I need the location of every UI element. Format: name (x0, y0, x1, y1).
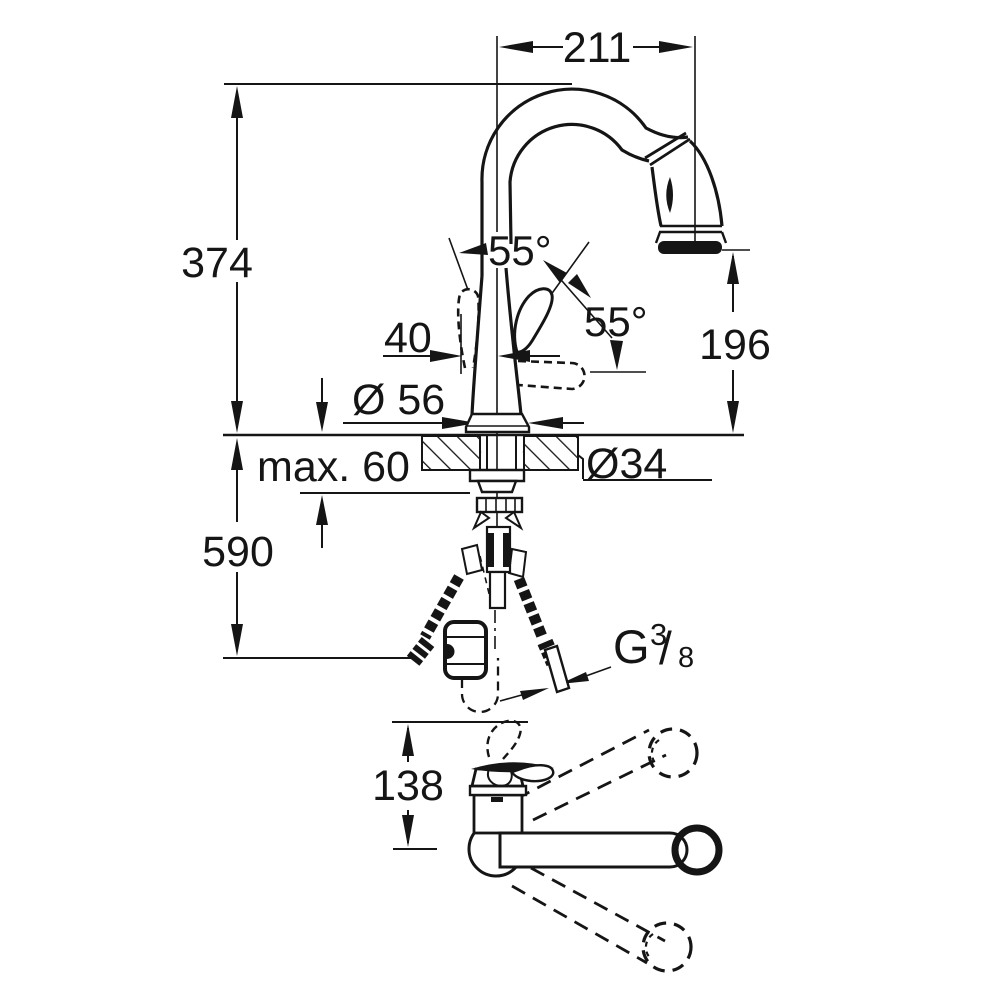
label-plan-depth: 138 (372, 762, 444, 810)
shank-stud-right (503, 533, 509, 567)
label-height-below: 590 (202, 528, 274, 576)
shank-cone (476, 479, 518, 494)
supply-hose-left-nut (406, 637, 435, 666)
label-handle-offset: 40 (384, 314, 432, 362)
swivel-tube-lower-dashed (511, 866, 666, 965)
supply-hose-left (420, 574, 464, 640)
thread-leader-line (499, 666, 612, 702)
arrow-138-down (402, 815, 414, 847)
arrow-max60-up (316, 495, 328, 525)
label-thread-denominator: 8 (678, 642, 694, 674)
spray-head-joint (644, 131, 691, 167)
shank-horn-left (471, 510, 491, 531)
supply-hose-left-fitting (460, 543, 484, 576)
base-skirt (464, 412, 531, 434)
plan-body-dome (487, 768, 513, 788)
lever-up-position (513, 287, 554, 354)
arrow-thread-left (520, 688, 549, 700)
label-max-thickness: max. 60 (257, 443, 410, 491)
spray-head-aerator (658, 241, 722, 254)
arrow-590-up (231, 438, 243, 470)
hose-end-tube (543, 644, 571, 694)
shank-tube (488, 570, 507, 610)
arrow-d56-left (442, 417, 477, 429)
arrow-max60-down (316, 402, 328, 432)
arrow-rotation-upleft (543, 260, 567, 283)
plan-spout-tube (498, 831, 689, 869)
shank-stud-left (488, 533, 494, 567)
plan-column-tick (491, 797, 503, 802)
pullout-hose-loop (460, 658, 500, 714)
swivel-cap-upper-dashed (650, 739, 660, 766)
faucet-plan-view (467, 719, 723, 973)
under-counter-assembly (406, 468, 612, 714)
plan-spray-head (671, 824, 723, 876)
label-base-diameter: Ø 56 (352, 376, 445, 424)
supply-hose-right (513, 576, 549, 642)
arrow-d56-right (528, 417, 563, 429)
angle-slant-extension (448, 237, 469, 291)
shank-flange (468, 468, 526, 483)
label-spout-angle: 55° (488, 227, 552, 274)
counter-slab-right (523, 435, 579, 471)
arrow-196-down (727, 401, 739, 433)
label-hole-diameter: Ø34 (586, 440, 667, 488)
label-clearance: 196 (699, 321, 771, 369)
arrow-374-up (231, 86, 243, 118)
arrow-374-down (231, 401, 243, 433)
arrow-196-up (727, 252, 739, 284)
spray-head-collar (654, 224, 728, 244)
arrow-angle-side-down (610, 340, 623, 370)
swivel-head-upper-dashed (647, 727, 699, 779)
arrow-angle-top (459, 243, 488, 255)
plan-lever-solid (510, 764, 555, 783)
lever-horizontal-dashed (517, 359, 586, 391)
dimension-labels: 211 374 590 196 138 40 max. 60 Ø 56 Ø34 … (181, 24, 771, 810)
label-thread-numerator: 3 (650, 617, 667, 652)
swivel-tube-upper-dashed (515, 728, 667, 822)
counter-slab-left (421, 435, 481, 471)
arrow-40-left (430, 350, 462, 362)
spray-head-left-edge (650, 166, 663, 227)
hose-weight-latch (447, 644, 455, 659)
shank-horn-right (504, 510, 524, 531)
label-spout-reach: 211 (563, 24, 632, 72)
hose-weight-lines (445, 636, 486, 665)
mounting-nut (475, 496, 524, 514)
plan-lever-dashed (486, 719, 522, 760)
countertop (223, 433, 744, 471)
lever-vertical-dashed (456, 287, 480, 369)
extension-lines (223, 36, 750, 850)
arrow-138-up (402, 724, 414, 756)
hose-link-dashed (479, 555, 493, 607)
spout-inner-curve (508, 122, 650, 245)
label-handle-angle: 55° (584, 298, 648, 345)
mounting-nut-ticks (485, 498, 516, 512)
arrow-211-left (499, 41, 533, 53)
spray-head-right-edge (688, 139, 724, 227)
arrow-590-down (231, 624, 243, 656)
supply-hose-right-fitting (507, 547, 528, 579)
arrow-rotation-downright (568, 274, 591, 298)
spray-head-button (666, 177, 673, 213)
swivel-head-lower-dashed (641, 921, 693, 973)
spout-outer-curve (480, 87, 689, 276)
body-right-edge (504, 267, 523, 416)
faucet-side-view (456, 87, 728, 434)
arrow-211-right (659, 41, 693, 53)
label-thread-slash: / (659, 622, 672, 674)
mounting-hole-edges (486, 436, 517, 470)
swivel-cap-lower-dashed (644, 933, 654, 960)
label-thread-g: G (613, 620, 650, 673)
label-height-above: 374 (181, 239, 253, 287)
